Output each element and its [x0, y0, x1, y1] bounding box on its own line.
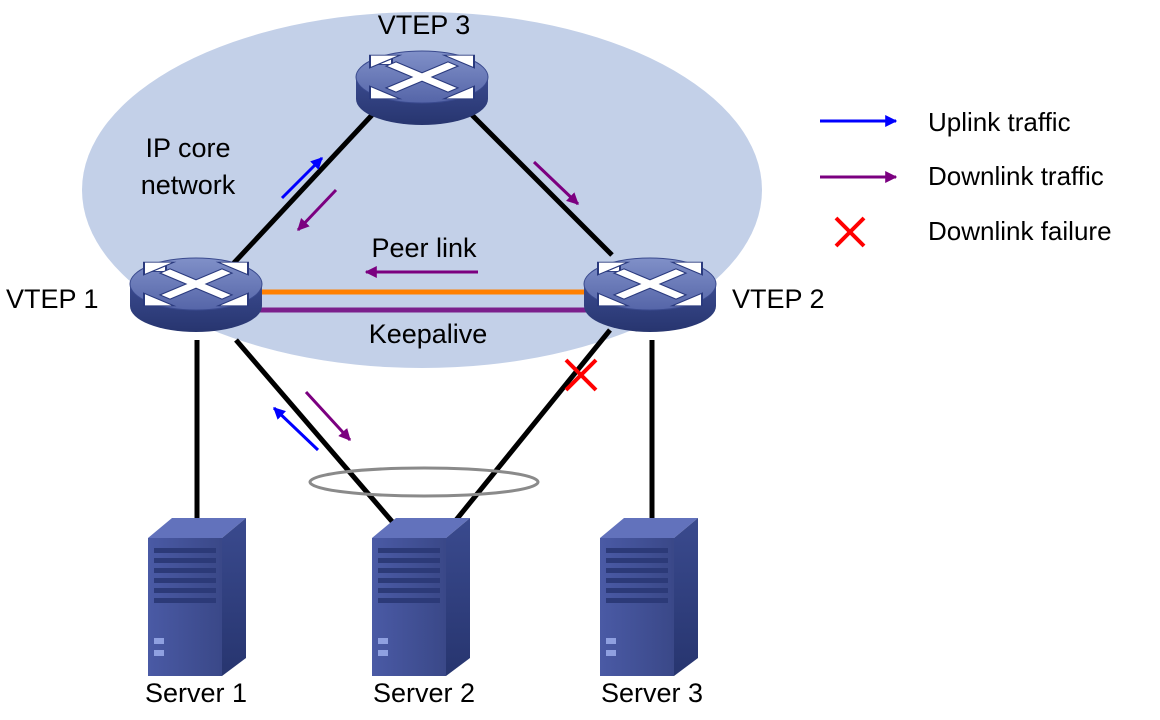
- link-vtep3-vtep2: [470, 113, 614, 257]
- keepalive-label: Keepalive: [369, 319, 488, 349]
- network-label-line2: network: [141, 170, 236, 200]
- downlink-arrow-vtep1-server2: [304, 390, 352, 442]
- link-vtep1-server2: [234, 338, 410, 542]
- vtep2-label: VTEP 2: [732, 284, 825, 314]
- vtep1-switch-icon: [129, 257, 263, 333]
- link-vtep2-server2: [450, 328, 612, 527]
- legend-failure-icon: [834, 216, 866, 248]
- network-label-line1: IP core: [145, 133, 230, 163]
- server3-icon: [600, 518, 698, 676]
- uplink-arrow-server2-vtep1: [272, 406, 320, 452]
- legend: Uplink traffic Downlink traffic Downlink…: [820, 107, 1112, 248]
- uplink-arrow-vtep1-vtep3: [280, 156, 324, 200]
- downlink-failure-mark-icon: [564, 358, 598, 392]
- link-vtep1-vtep3: [230, 113, 374, 267]
- vtep3-switch-icon: [355, 50, 489, 126]
- legend-failure-label: Downlink failure: [928, 216, 1112, 246]
- link-aggregation-ring: [308, 466, 540, 498]
- server2-icon: [372, 518, 470, 676]
- server1-label: Server 1: [145, 678, 247, 708]
- server3-label: Server 3: [601, 678, 703, 708]
- server2-label: Server 2: [373, 678, 475, 708]
- peer-link-label: Peer link: [371, 233, 477, 263]
- downlink-arrow-vtep3-vtep1: [296, 188, 338, 232]
- vtep1-label: VTEP 1: [6, 284, 99, 314]
- vtep2-switch-icon: [583, 257, 717, 333]
- legend-uplink-label: Uplink traffic: [928, 107, 1071, 137]
- vtep3-label: VTEP 3: [378, 10, 471, 40]
- downlink-arrow-vtep3-vtep2: [532, 160, 580, 206]
- server1-icon: [148, 518, 246, 676]
- legend-downlink-label: Downlink traffic: [928, 161, 1104, 191]
